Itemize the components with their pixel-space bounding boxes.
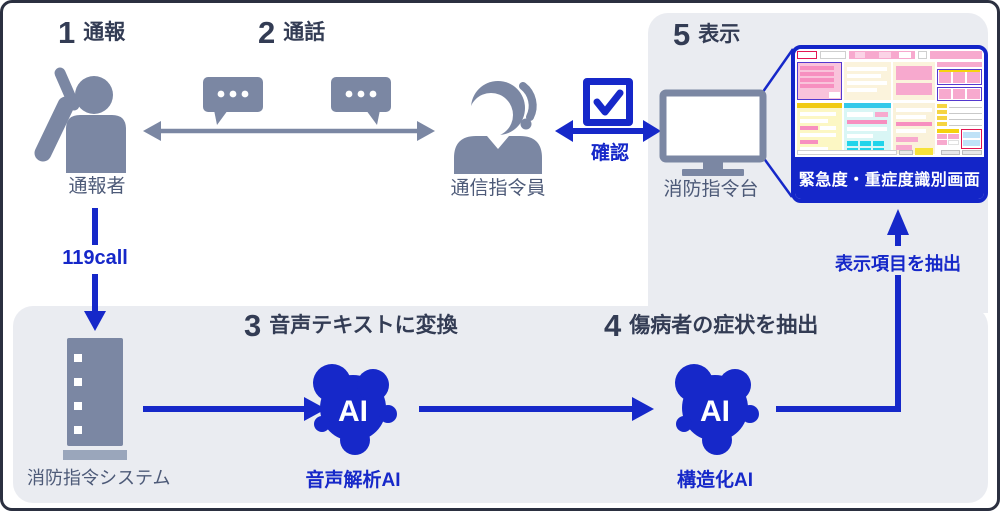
screen-block — [879, 52, 891, 58]
screen-block — [930, 51, 982, 59]
screen-block — [855, 52, 865, 58]
confirm-note: 確認 — [590, 143, 629, 164]
step-2-title: 2 通話 — [258, 15, 326, 50]
screen-block — [948, 134, 959, 139]
screen-block — [896, 145, 912, 150]
caller-label: 通報者 — [68, 176, 126, 197]
struct-ai-icon: AI — [675, 364, 759, 455]
screen-block — [829, 92, 840, 98]
screen-block — [797, 150, 897, 155]
screen-block — [844, 103, 891, 108]
screen-block — [797, 103, 842, 108]
screen-block — [899, 150, 913, 155]
screen-block — [800, 112, 836, 116]
screen-block — [896, 115, 926, 119]
system-label: 消防指令システム — [27, 468, 171, 488]
screen-block — [896, 129, 926, 133]
screen-block — [847, 141, 858, 146]
screen-block — [797, 51, 817, 59]
screen-block — [915, 148, 933, 155]
screen-block — [949, 107, 982, 108]
screen-block — [896, 122, 932, 126]
headset-icon — [519, 82, 537, 121]
caller-icon — [34, 67, 126, 173]
screen-block — [937, 122, 947, 126]
triage-screen-mockup — [795, 49, 984, 157]
screen-block — [967, 89, 980, 99]
screen-block — [875, 112, 888, 117]
screen-block — [896, 137, 918, 142]
screen-block — [847, 134, 873, 138]
screen-block — [847, 74, 881, 78]
ai-badge-text: AI — [700, 395, 730, 428]
dispatch-system-icon — [63, 338, 127, 460]
screen-block — [937, 140, 947, 145]
step-4-title: 4 傷病者の症状を抽出 — [604, 308, 819, 343]
screen-block — [800, 119, 828, 123]
screen-block — [847, 67, 887, 71]
screen-block — [939, 70, 980, 72]
screen-block — [963, 140, 980, 146]
console-monitor-icon — [659, 89, 767, 176]
triage-screen-preview: 緊急度・重症度識別画面 — [791, 45, 988, 203]
screen-block — [918, 51, 927, 59]
screen-block — [963, 132, 980, 138]
screen-block — [847, 81, 887, 85]
screen-block — [937, 104, 947, 108]
screen-block — [953, 72, 965, 83]
step-3-title: 3 音声テキストに変換 — [244, 308, 458, 343]
speech-bubble-left-icon — [203, 77, 263, 125]
call119-note: 119call — [62, 247, 128, 269]
screen-block — [800, 66, 834, 70]
struct-ai-label: 構造化AI — [676, 470, 753, 491]
screen-block — [949, 119, 982, 120]
screen-block — [896, 66, 932, 80]
screen-block — [896, 108, 932, 112]
voice-ai-icon: AI — [313, 364, 397, 455]
screen-block — [941, 150, 960, 155]
screen-block — [800, 72, 834, 76]
checkmark-icon — [593, 89, 624, 116]
voice-ai-label: 音声解析AI — [305, 470, 401, 491]
screen-block — [847, 112, 873, 117]
screen-block — [800, 147, 828, 151]
screen-block — [800, 84, 834, 88]
screen-block — [873, 141, 884, 146]
screen-block — [937, 116, 947, 120]
screen-block — [939, 72, 951, 83]
confirm-checkbox-icon — [583, 78, 633, 126]
screen-block — [800, 126, 818, 130]
screen-block — [899, 52, 911, 58]
screen-block — [962, 150, 982, 155]
ai-badge-text: AI — [338, 395, 368, 428]
screen-block — [847, 127, 887, 131]
step-5-title: 5 表示 — [673, 17, 741, 52]
screen-block — [937, 134, 947, 139]
screen-block — [860, 141, 871, 146]
screen-block — [937, 62, 982, 67]
screen-block — [800, 140, 818, 144]
screen-block — [948, 140, 959, 145]
screen-block — [939, 89, 951, 99]
screen-block — [896, 83, 932, 95]
screen-block — [800, 78, 834, 82]
screen-block — [949, 113, 982, 114]
screen-banner: 緊急度・重症度識別画面 — [795, 157, 984, 199]
console-label: 消防指令台 — [663, 179, 759, 200]
screen-block — [967, 72, 980, 83]
screen-block — [820, 51, 846, 59]
step-1-title: 1 通報 — [58, 15, 126, 50]
screen-block — [937, 110, 947, 114]
screen-block — [800, 133, 836, 137]
extract-items-note: 表示項目を抽出 — [835, 254, 961, 274]
speech-bubble-right-icon — [331, 77, 391, 125]
screen-block — [847, 88, 877, 92]
screen-block — [953, 89, 965, 99]
screen-block — [847, 120, 887, 124]
screen-block — [937, 129, 959, 133]
screen-block — [820, 126, 836, 130]
dispatcher-icon — [454, 81, 542, 174]
screen-block — [949, 125, 982, 126]
dispatcher-label: 通信指令員 — [450, 178, 546, 199]
